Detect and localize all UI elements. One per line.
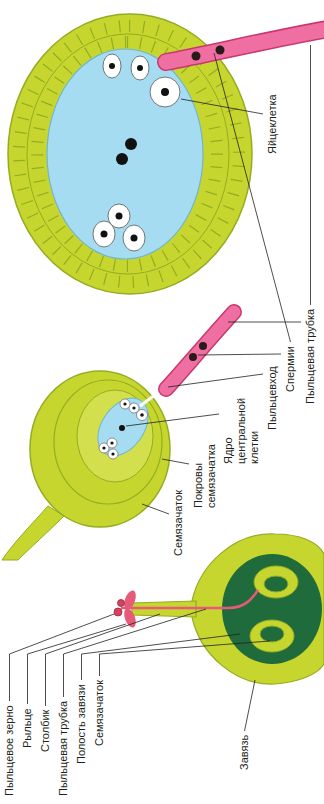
sac-cells [99, 399, 148, 459]
leader-line [245, 680, 256, 731]
part-label: Пыльцевая трубка [304, 309, 317, 404]
inner-integument [54, 380, 162, 504]
part-label: Семязачаток [93, 680, 106, 746]
central-nucleus [116, 153, 128, 165]
part-label: Пыльцевход [266, 366, 279, 430]
leader-line [310, 45, 311, 305]
ovule-section [2, 312, 234, 560]
leader-line [100, 641, 271, 676]
pollen-tube-edge [166, 312, 234, 389]
ovule-small [250, 566, 298, 652]
part-label: Пыльцевое зерно [3, 705, 16, 796]
antipodal-cells [93, 204, 145, 251]
central-nucleus [125, 138, 137, 150]
leader-line [82, 634, 241, 680]
ovary-cavity [222, 554, 322, 664]
part-label: Покровы семязачатка [192, 444, 218, 508]
stigma-lobe [122, 607, 138, 629]
pollen-tube [166, 28, 324, 62]
embryo-sac [47, 49, 203, 259]
pollen-grain [114, 608, 122, 616]
sperm-cell [199, 342, 207, 350]
egg-cell [150, 77, 180, 107]
part-label: Яйцеклетка [266, 94, 279, 154]
leader-line [126, 414, 219, 426]
ovule-body [254, 566, 298, 598]
part-label: Рыльце [21, 708, 34, 748]
part-label: Столбик [39, 710, 52, 752]
leader-line [198, 354, 281, 355]
outer-integument [30, 371, 170, 527]
part-label: Пыльцевая трубка [57, 701, 70, 796]
pistil [114, 534, 324, 684]
pollen-grain [118, 600, 125, 607]
part-label: Спермии [284, 346, 297, 392]
leader-line [214, 53, 291, 342]
part-label: Завязь [238, 735, 251, 770]
leader-line [228, 322, 301, 323]
part-label: Полость завязи [75, 684, 88, 764]
leader-lines [10, 45, 311, 731]
ovule-core [264, 576, 288, 592]
leader-line [181, 99, 263, 114]
sperm-cell [189, 353, 197, 361]
part-label: Семязачаток [172, 490, 185, 556]
embryo-sac-detail [8, 14, 324, 294]
sperm-cell [192, 52, 201, 61]
tissue-cells [19, 26, 239, 282]
sperm-cell [216, 46, 225, 55]
ovule-body [250, 620, 294, 652]
leader-line [142, 504, 169, 514]
part-label: Ядро центральной клетки [222, 398, 261, 464]
funicle [2, 506, 64, 560]
stigma-lobe [122, 589, 138, 611]
pollen-tube [166, 312, 234, 389]
pollen-tube-edge [166, 28, 324, 62]
leader-line [64, 609, 207, 697]
leader-line [168, 374, 263, 387]
tissue-cells [37, 42, 217, 266]
ovule-core [260, 626, 284, 642]
leader-line [162, 459, 189, 464]
pollen-tube [121, 590, 258, 608]
tissue-cells [27, 34, 229, 274]
central-nucleus [119, 425, 125, 431]
